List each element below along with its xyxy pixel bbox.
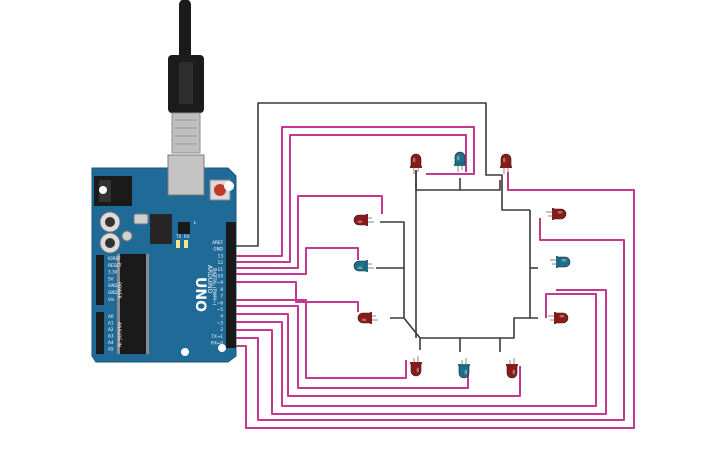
mounting-hole [224,181,234,191]
tx-led-label: TX [175,234,181,239]
digital-pin-label-0: AREF [212,240,223,245]
digital-pin-label-4: ~11 [214,267,223,272]
digital-header-label: DIGITAL (PWM~) [211,268,217,306]
power-pin-label-6: Vin [108,297,115,302]
led-3-red-led[interactable] [500,153,512,174]
digital-pin-label-6: ~9 [217,280,224,285]
power-pin-label-3: 5V [108,276,114,281]
signal-wires[interactable] [236,126,635,429]
power-pin-label-5: GND [108,290,118,295]
led-11-blue-led[interactable] [458,358,470,379]
mounting-hole [181,348,189,356]
crystal [133,213,149,225]
l-led-label: L [194,220,197,225]
digital-header[interactable] [226,222,236,348]
digital-pin-label-10: ~5 [217,307,224,312]
power-pin-label-4: GND [108,283,118,288]
led-12-red-led[interactable] [506,358,518,379]
board-model-label: UNO [192,277,208,312]
led-1-red-led[interactable] [410,153,422,174]
usb-cable[interactable] [168,0,204,154]
digital-pin-label-2: 13 [218,253,224,258]
digital-pin-label-12: ~3 [217,320,224,325]
atmega-chip [120,254,146,354]
digital-pin-label-13: 2 [220,327,223,332]
arduino-uno-board[interactable]: UNO ARDUINO DIGITAL (PWM~) POWER ANALOG … [91,154,237,363]
power-pin-label-2: 3.3V [108,270,118,275]
rx-led-label: RX [184,234,190,239]
led-8-red-led[interactable] [357,312,378,324]
led-7-blue-led[interactable] [550,256,571,268]
digital-pin-label-9: ~6 [217,300,224,305]
digital-pin-label-14: TX→1 [210,334,223,339]
ground-wires[interactable] [236,102,538,352]
analog-pin-label-5: A5 [108,347,114,352]
led-2-blue-led[interactable] [454,151,466,172]
board-brand-label: ARDUINO [206,265,213,294]
mounting-hole [218,344,226,352]
led-10-red-led[interactable] [410,356,422,377]
power-header-label: POWER [116,282,122,299]
digital-pin-label-8: 7 [220,294,223,299]
led-6-blue-led[interactable] [353,260,374,272]
analog-pin-label-0: A0 [108,314,114,319]
led-5-red-led[interactable] [546,208,567,220]
digital-pin-label-15: RX←0 [211,341,223,346]
digital-pin-label-5: ~10 [214,274,223,279]
led-4-red-led[interactable] [353,214,374,226]
power-pin-label-1: RESET [108,263,122,268]
digital-pin-label-1: GND [213,247,223,252]
digital-pin-label-11: 4 [220,314,223,319]
digital-pin-label-7: 8 [220,287,223,292]
power-header[interactable] [96,255,104,305]
usb-port [167,154,205,196]
power-pin-label-0: IOREF [108,256,121,261]
usb-chip [150,214,172,244]
analog-header[interactable] [96,312,104,354]
analog-pin-label-2: A2 [108,327,114,332]
led-group [353,151,571,379]
analog-pin-label-1: A1 [108,321,114,326]
analog-header-label: ANALOG IN [116,322,122,347]
analog-pin-label-3: A3 [108,334,114,339]
led-9-red-led[interactable] [548,312,569,324]
digital-pin-label-3: 12 [218,260,224,265]
analog-pin-label-4: A4 [108,340,114,345]
mounting-hole [99,186,107,194]
